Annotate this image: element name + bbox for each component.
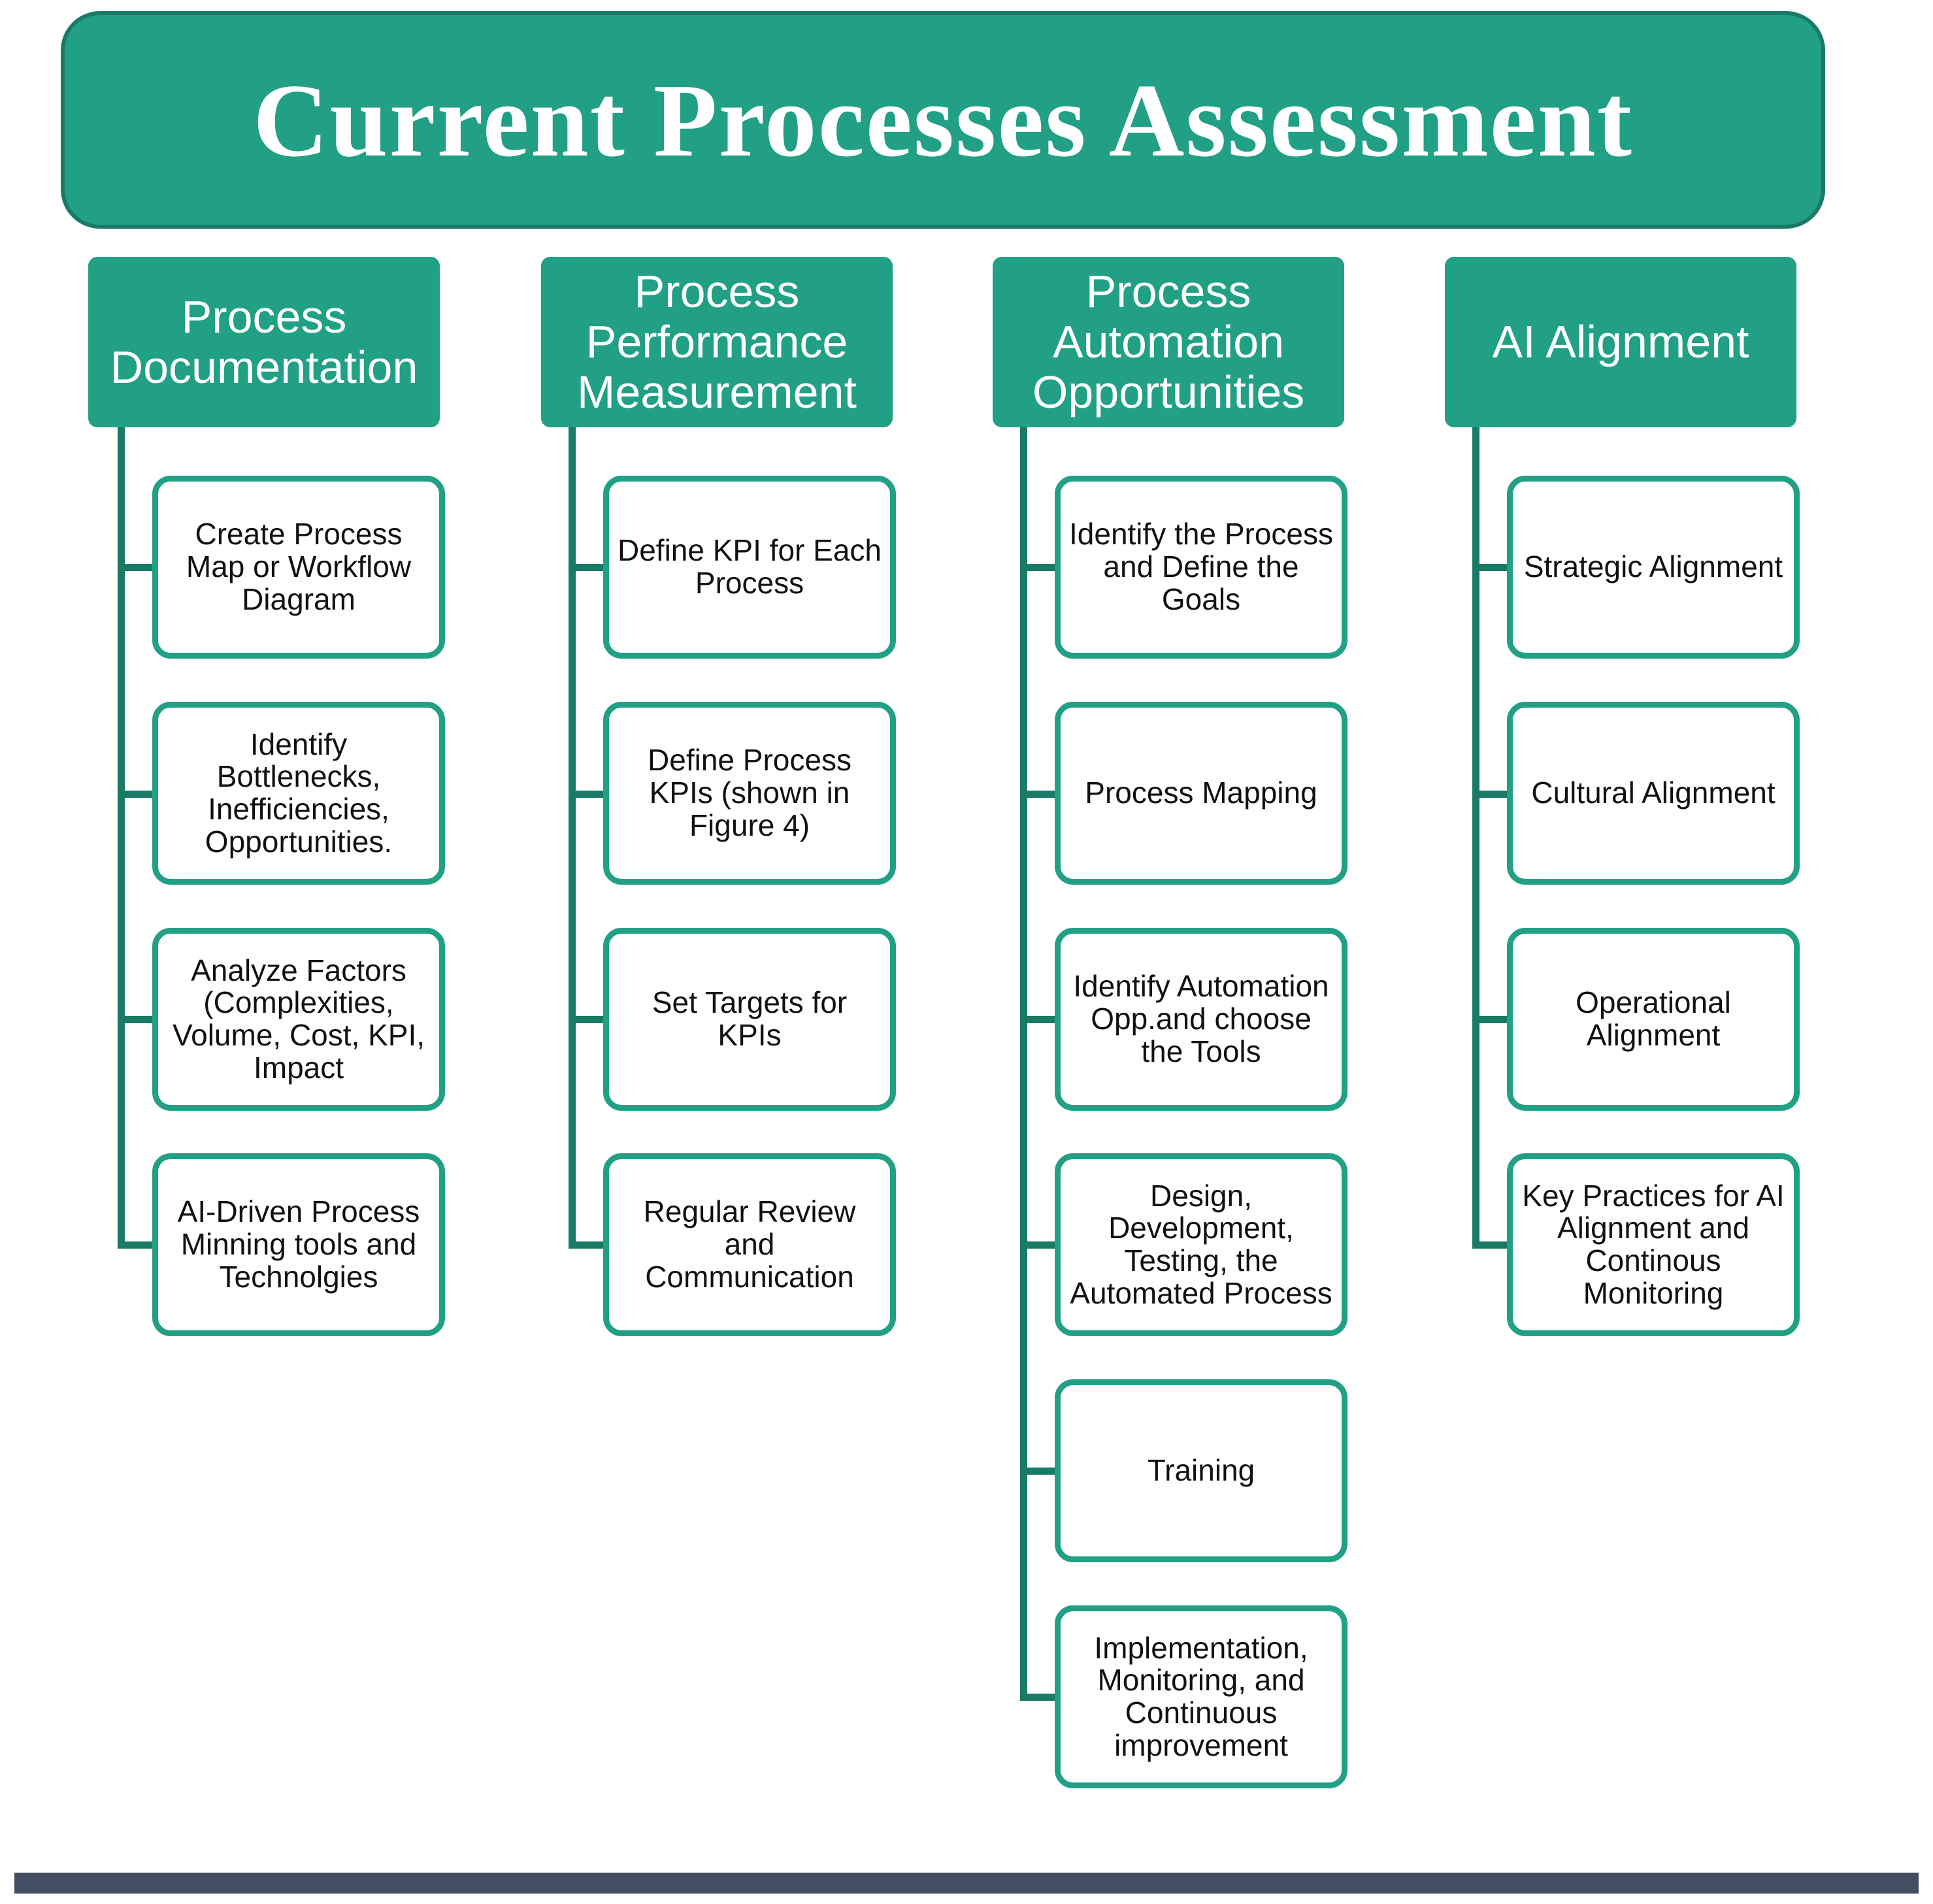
connector-branch — [1020, 1694, 1055, 1701]
process-step-box: Identify Bottlenecks, Inefficiencies, Op… — [152, 702, 445, 885]
step-label: Regular Review and Communication — [643, 1194, 856, 1294]
connector-branch — [569, 791, 603, 798]
step-label: Design, Development, Testing, the Automa… — [1070, 1178, 1332, 1310]
connector-branch — [1472, 1241, 1507, 1249]
connector-branch — [1020, 1016, 1055, 1023]
process-step-box: Define KPI for Each Process — [603, 476, 896, 659]
step-label: Key Practices for AI Alignment and Conti… — [1522, 1178, 1785, 1310]
connector-branch — [1020, 1468, 1055, 1475]
connector-branch — [1020, 564, 1055, 571]
step-label: Training — [1147, 1453, 1255, 1488]
step-label: Identify Automation Opp.and choose the T… — [1073, 969, 1329, 1068]
step-label: Identify the Process and Define the Goal… — [1069, 517, 1333, 616]
step-label: Implementation, Monitoring, and Continuo… — [1094, 1630, 1308, 1762]
connector-spine — [569, 427, 576, 1249]
connector-branch — [1472, 791, 1507, 798]
step-label: Analyze Factors (Complexities, Volume, C… — [172, 953, 425, 1085]
column-header: Process Performance Measurement — [541, 257, 893, 427]
column-header: AI Alignment — [1445, 257, 1796, 427]
process-step-box: Set Targets for KPIs — [603, 928, 896, 1111]
connector-branch — [1020, 1241, 1055, 1249]
title-banner: Current Processes Assessment — [61, 11, 1825, 229]
process-step-box: Key Practices for AI Alignment and Conti… — [1507, 1153, 1800, 1336]
process-step-box: Training — [1055, 1379, 1347, 1562]
connector-branch — [1020, 791, 1055, 798]
process-step-box: Implementation, Monitoring, and Continuo… — [1055, 1605, 1347, 1788]
step-label: Create Process Map or Workflow Diagram — [186, 517, 412, 616]
step-label: Process Mapping — [1085, 776, 1317, 810]
process-step-box: Create Process Map or Workflow Diagram — [152, 476, 445, 659]
connector-branch — [118, 791, 152, 798]
step-label: Define KPI for Each Process — [618, 533, 882, 600]
step-label: Define Process KPIs (shown in Figure 4) — [648, 743, 851, 842]
footer-divider — [14, 1873, 1919, 1894]
connector-branch — [118, 1016, 152, 1023]
step-label: Set Targets for KPIs — [652, 985, 848, 1052]
step-label: Operational Alignment — [1576, 985, 1731, 1052]
process-step-box: Cultural Alignment — [1507, 702, 1800, 885]
process-step-box: Regular Review and Communication — [603, 1153, 896, 1336]
connector-branch — [569, 1241, 603, 1249]
process-step-box: Design, Development, Testing, the Automa… — [1055, 1153, 1347, 1336]
process-step-box: Identify Automation Opp.and choose the T… — [1055, 928, 1347, 1111]
connector-spine — [1020, 427, 1027, 1701]
column-header: Process Documentation — [88, 257, 440, 427]
process-step-box: Analyze Factors (Complexities, Volume, C… — [152, 928, 445, 1111]
connector-spine — [118, 427, 125, 1249]
connector-branch — [1472, 564, 1507, 571]
process-step-box: Strategic Alignment — [1507, 476, 1800, 659]
connector-branch — [118, 1241, 152, 1249]
connector-branch — [569, 1016, 603, 1023]
connector-branch — [118, 564, 152, 571]
step-label: Identify Bottlenecks, Inefficiencies, Op… — [205, 727, 393, 859]
connector-branch — [569, 564, 603, 571]
process-step-box: Process Mapping — [1055, 702, 1347, 885]
connector-spine — [1472, 427, 1479, 1249]
step-label: Strategic Alignment — [1523, 550, 1783, 584]
column-header: Process Automation Opportunities — [993, 257, 1344, 427]
step-label: AI-Driven Process Minning tools and Tech… — [177, 1194, 420, 1294]
connector-branch — [1472, 1016, 1507, 1023]
step-label: Cultural Alignment — [1531, 776, 1776, 810]
process-step-box: Define Process KPIs (shown in Figure 4) — [603, 702, 896, 885]
process-step-box: Operational Alignment — [1507, 928, 1800, 1111]
process-step-box: AI-Driven Process Minning tools and Tech… — [152, 1153, 445, 1336]
process-step-box: Identify the Process and Define the Goal… — [1055, 476, 1347, 659]
diagram-title: Current Processes Assessment — [252, 61, 1633, 178]
